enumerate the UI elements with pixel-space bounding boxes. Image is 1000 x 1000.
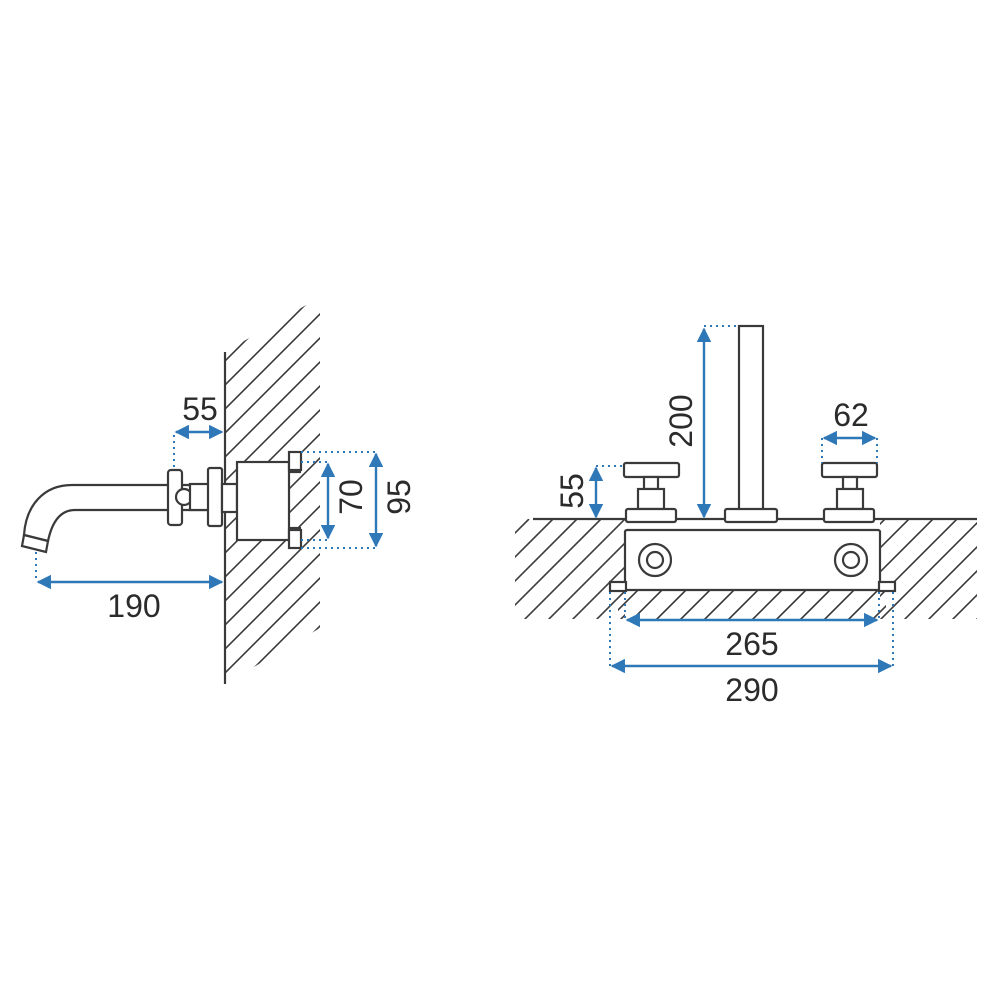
dimension-handle-width: 62 xyxy=(821,397,878,463)
hatch-line xyxy=(880,519,934,574)
dim-label-190: 190 xyxy=(107,588,160,624)
hatch-line xyxy=(975,617,977,619)
dim-label-265: 265 xyxy=(725,626,778,662)
hatch-line xyxy=(847,590,879,620)
hatch-line xyxy=(655,590,687,620)
hatch-line xyxy=(880,521,977,619)
left-handle xyxy=(622,461,681,524)
hatch-line xyxy=(515,519,554,559)
hatch-line xyxy=(547,541,625,619)
hatch-line xyxy=(515,519,602,607)
hatch-line xyxy=(225,297,320,684)
dim-label-55-side: 55 xyxy=(182,391,218,427)
hatch-line xyxy=(871,604,886,620)
front-view: 200 55 62 265 290 xyxy=(380,324,977,708)
dimension-inner-width: 265 xyxy=(624,592,880,662)
hatch-line xyxy=(225,297,320,684)
hatch-line xyxy=(751,590,783,620)
dim-label-200: 200 xyxy=(663,394,699,447)
hatch-line xyxy=(823,590,855,620)
hatch-line xyxy=(231,297,320,684)
hatch-line xyxy=(515,519,578,583)
hatch-line xyxy=(799,590,831,620)
hatch-line xyxy=(927,569,977,619)
hatch-line xyxy=(595,589,625,619)
hatch-line xyxy=(631,590,663,620)
hatch-line xyxy=(225,297,320,684)
dim-label-55-front: 55 xyxy=(554,473,590,509)
right-handle xyxy=(820,461,879,524)
dimension-handle-height: 55 xyxy=(554,465,624,519)
concealed-body xyxy=(220,450,303,550)
dim-label-290: 290 xyxy=(725,672,778,708)
dimension-body-inner-height: 70 xyxy=(301,461,369,541)
dimension-rosette-depth: 55 xyxy=(173,391,224,468)
central-spout xyxy=(723,324,779,524)
hatch-line xyxy=(380,519,481,620)
hatch-line xyxy=(880,519,958,598)
hatch-line xyxy=(225,297,297,684)
hatch-line xyxy=(225,297,320,684)
hatch-line xyxy=(571,565,625,619)
hatch-line xyxy=(880,519,910,550)
spout-rosette xyxy=(166,466,224,528)
hatch-line xyxy=(775,590,807,620)
hatch-line xyxy=(903,545,977,619)
dimension-body-outer-height: 95 xyxy=(301,451,417,549)
hatch-line xyxy=(225,297,320,684)
hatch-line xyxy=(523,519,625,619)
dim-label-62: 62 xyxy=(833,397,869,433)
hatch-line xyxy=(679,590,711,620)
hatch-line xyxy=(703,590,735,620)
dimension-spout-projection: 190 xyxy=(35,552,224,624)
hatch-line xyxy=(560,590,590,620)
hatch-line xyxy=(404,519,505,620)
hatch-line xyxy=(618,590,639,612)
hatch-line xyxy=(515,519,530,535)
hatch-line xyxy=(951,593,977,619)
hatch-line xyxy=(225,297,320,684)
dim-label-95: 95 xyxy=(381,479,417,515)
concealed-valve-body xyxy=(608,528,897,593)
dimension-outer-width: 290 xyxy=(609,592,894,708)
hatch-line xyxy=(225,297,320,684)
hatch-line xyxy=(727,590,759,620)
dimension-spout-height: 200 xyxy=(663,325,739,519)
side-view: 55 190 70 95 xyxy=(20,297,417,684)
dim-label-70: 70 xyxy=(333,479,369,515)
